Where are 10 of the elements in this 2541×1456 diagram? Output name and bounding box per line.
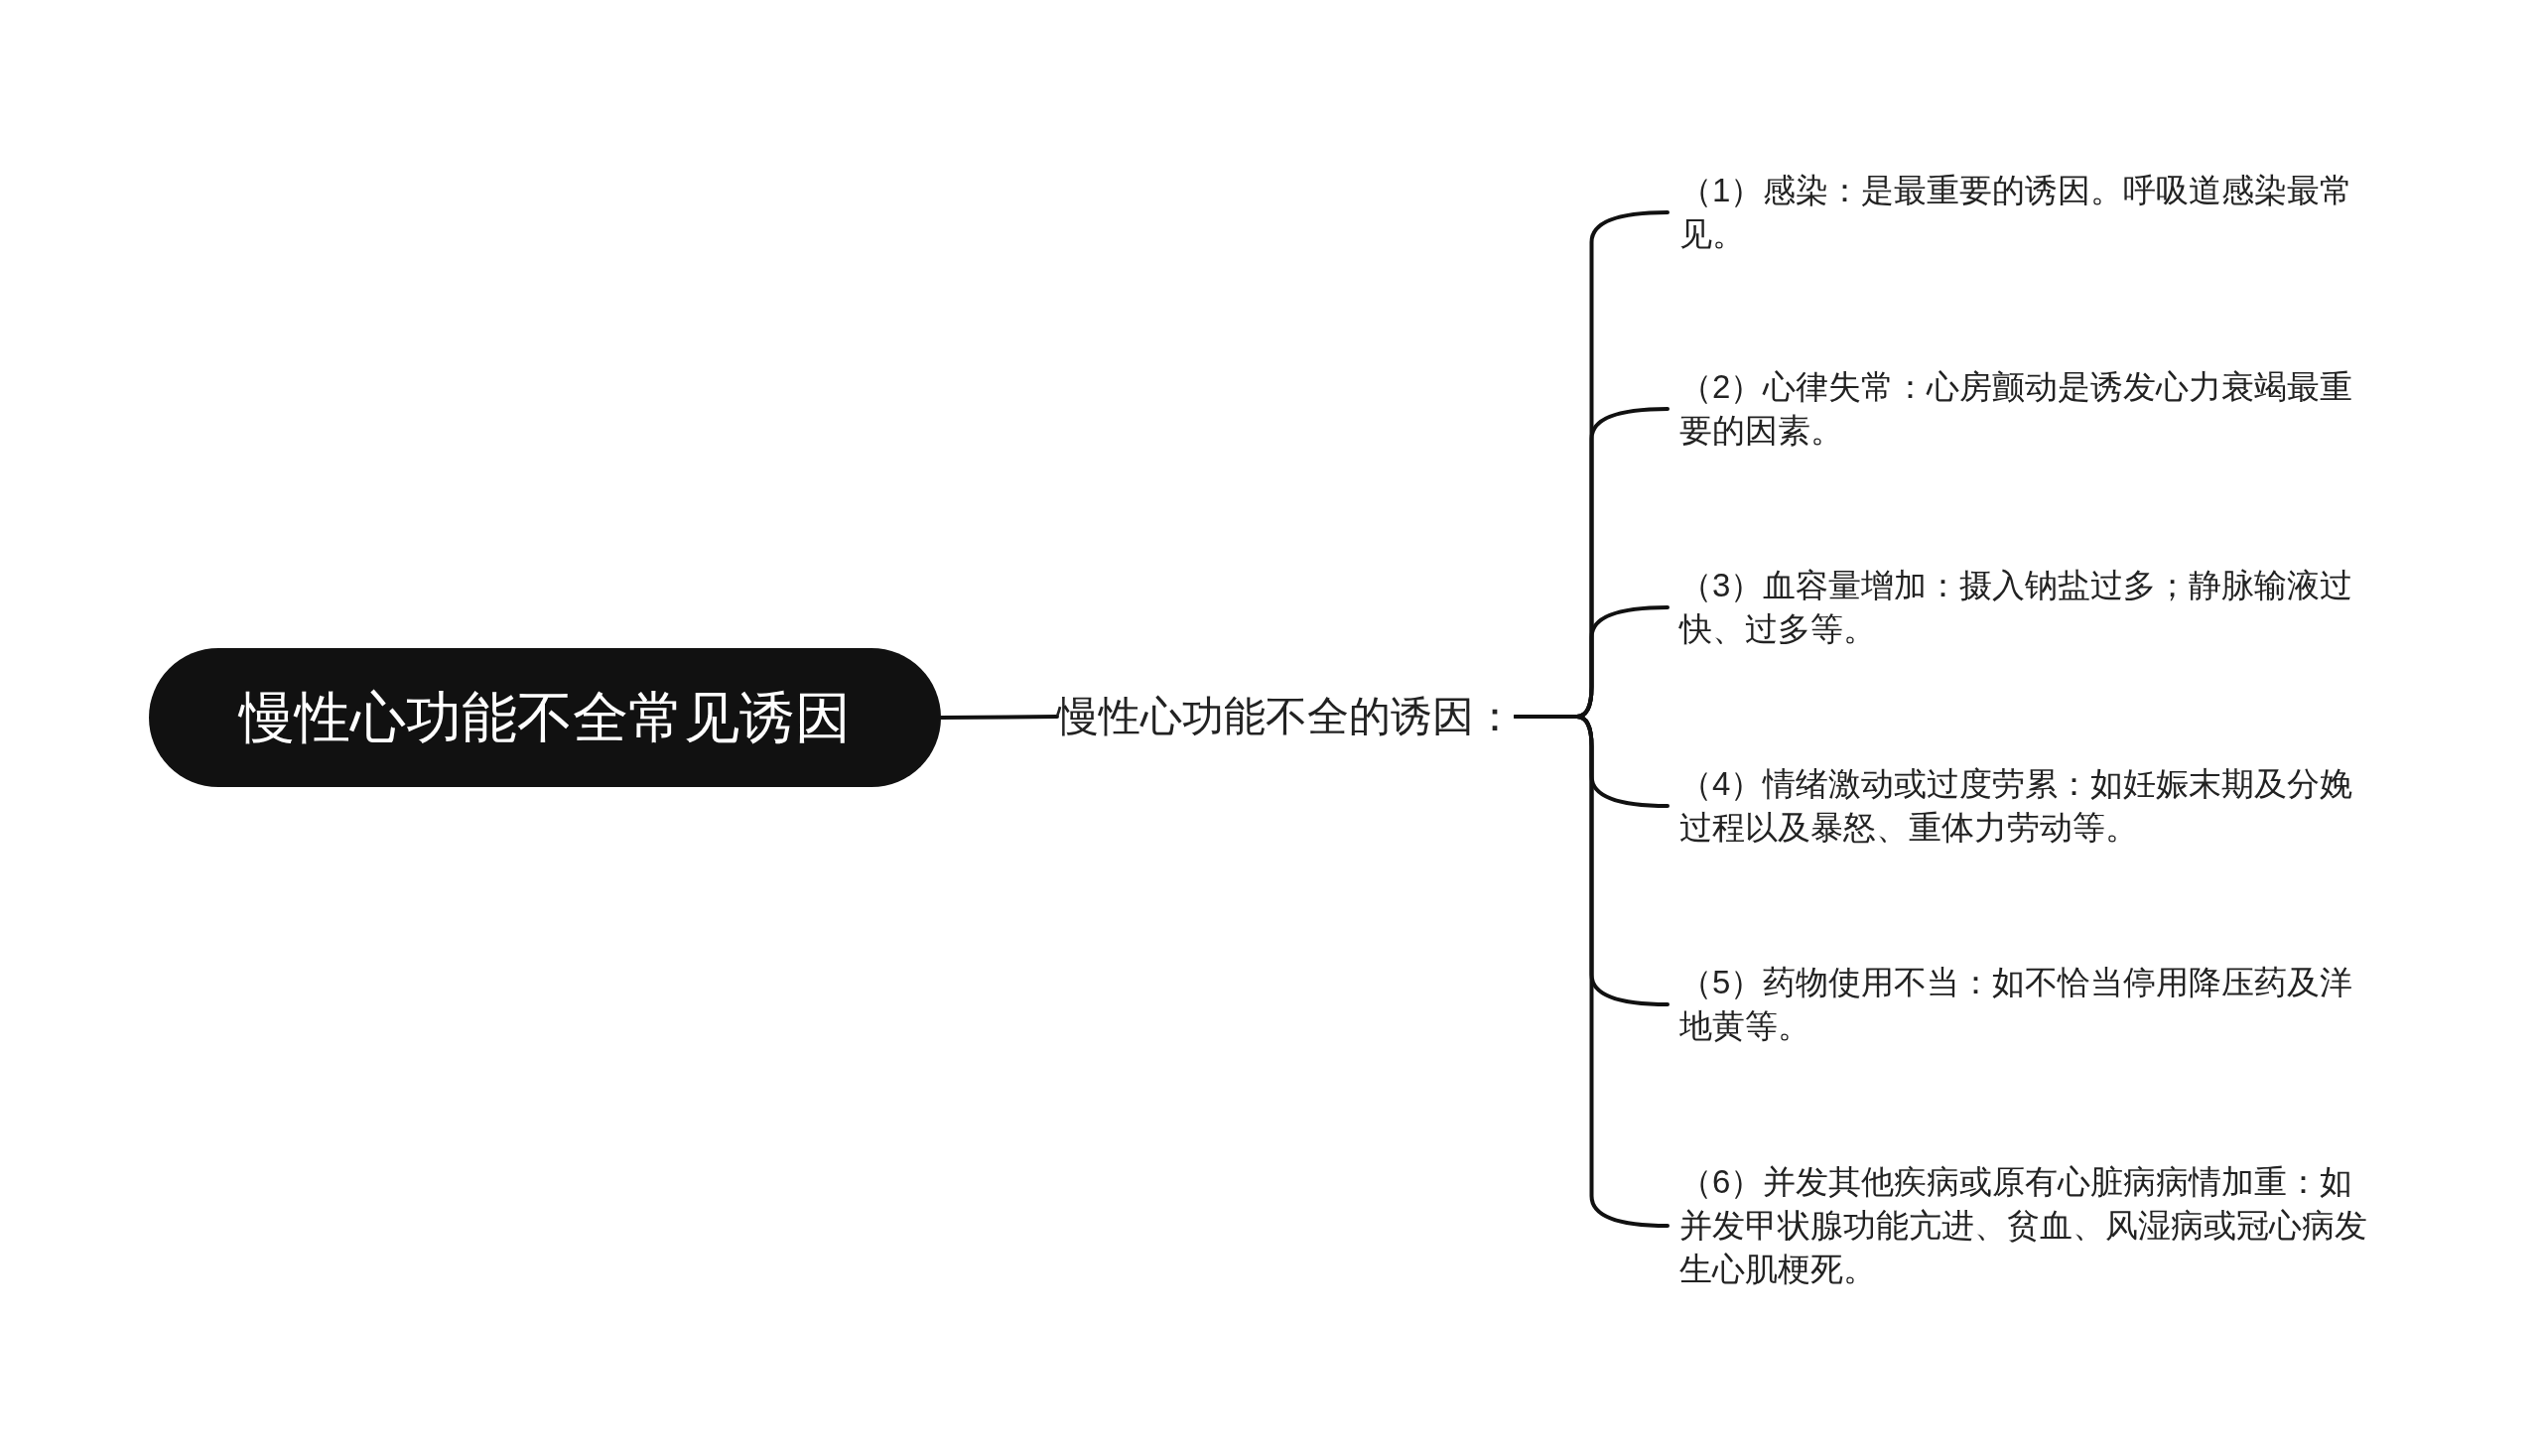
subtopic-text: 慢性心功能不全的诱因：	[1057, 677, 1516, 756]
cause-text: （6）并发其他疾病或原有心脏病病情加重：如并发甲状腺功能亢进、贫血、风湿病或冠心病发生心肌梗死。	[1668, 1156, 2372, 1295]
connector-line	[939, 715, 1059, 720]
connector-line	[1514, 715, 1670, 1228]
root-topic: 慢性心功能不全常见诱因	[149, 648, 941, 787]
cause-text: （5）药物使用不当：如不恰当停用降压药及洋地黄等。	[1668, 957, 2372, 1052]
cause-text: （2）心律失常：心房颤动是诱发心力衰竭最重要的因素。	[1668, 361, 2372, 457]
cause-text: （4）情绪激动或过度劳累：如妊娠末期及分娩过程以及暴怒、重体力劳动等。	[1668, 758, 2372, 854]
cause-text: （3）血容量增加：摄入钠盐过多；静脉输液过快、过多等。	[1668, 560, 2372, 655]
cause-text: （1）感染：是最重要的诱因。呼吸道感染最常见。	[1668, 165, 2372, 260]
